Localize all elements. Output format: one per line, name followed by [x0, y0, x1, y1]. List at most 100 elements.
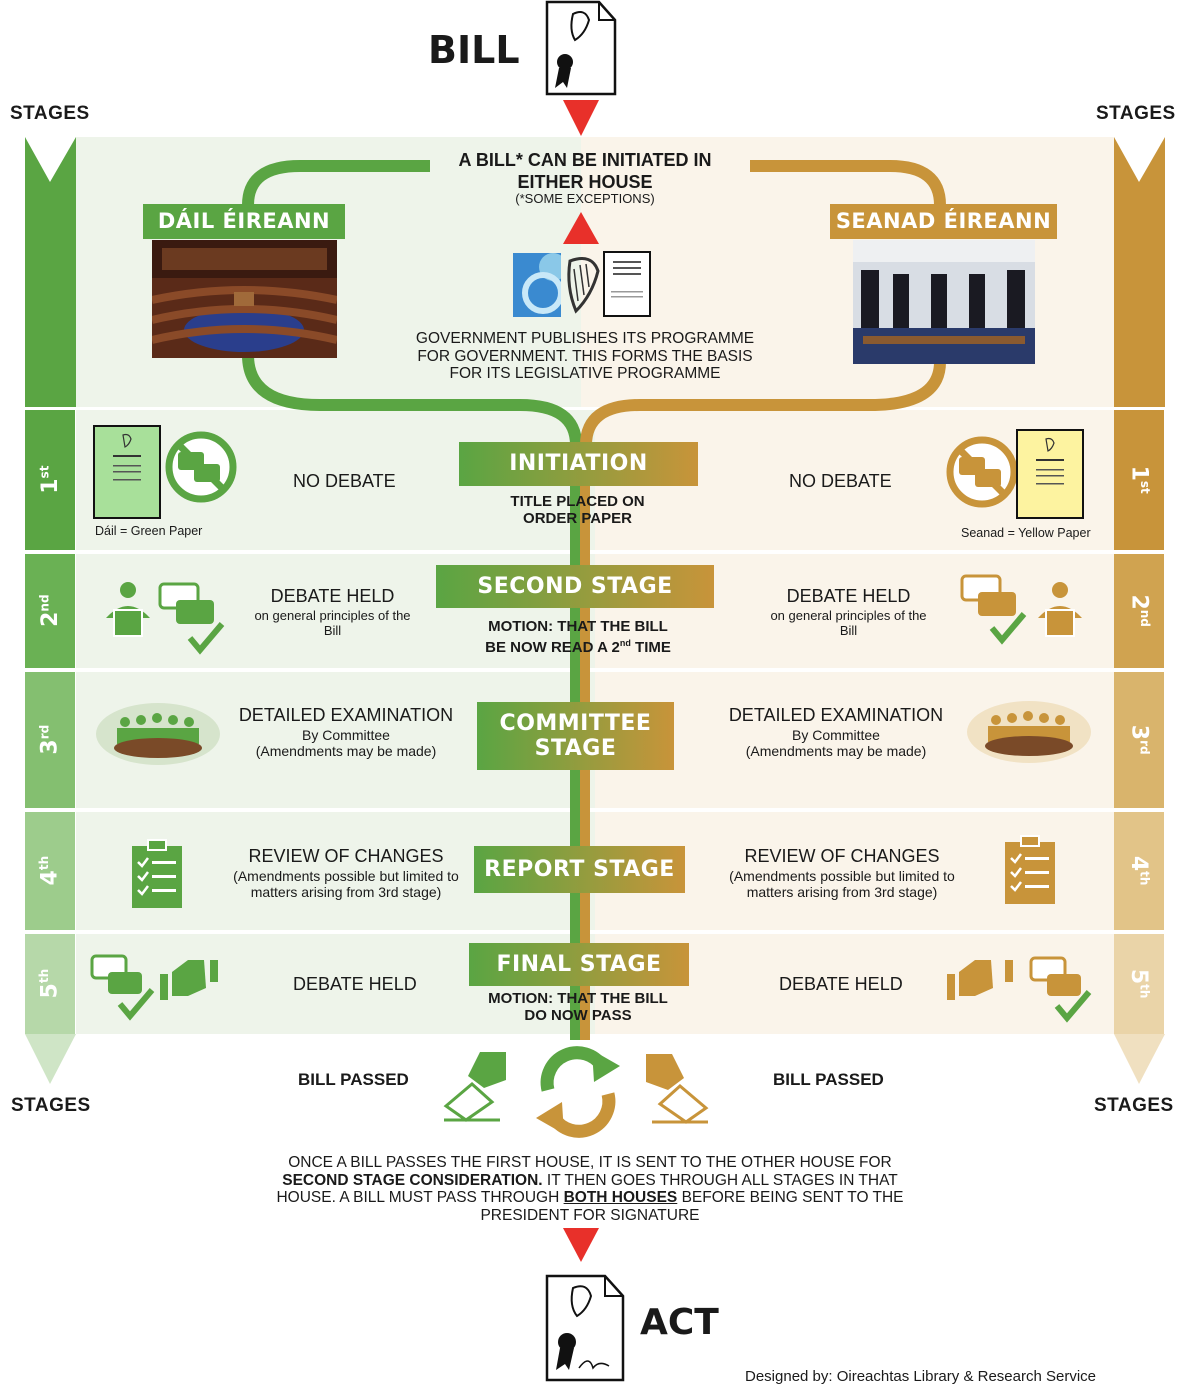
final-stage-title: FINAL STAGE: [469, 943, 689, 986]
initiation-stage-title: INITIATION: [459, 442, 698, 486]
gov-line1: GOVERNMENT PUBLISHES ITS PROGRAMME: [415, 330, 755, 347]
act-document-icon: [545, 1274, 625, 1382]
right-stage-3: 3rd: [1114, 672, 1164, 808]
left-stage-arrow-bottom: [25, 1034, 76, 1084]
left-stage-5: 5th: [25, 934, 75, 1034]
exceptions-note: (*SOME EXCEPTIONS): [515, 191, 655, 206]
no-debate-left: NO DEBATE: [293, 471, 396, 491]
programme-book-image: [513, 253, 561, 317]
stages-label-top-left: STAGES: [10, 103, 90, 124]
stages-label-bottom-left: STAGES: [11, 1095, 91, 1116]
vote-chat-icon-right: [947, 956, 1092, 1023]
footer-line3: HOUSE. A BILL MUST PASS THROUGH BOTH HOU…: [276, 1189, 904, 1206]
footer-line2: SECOND STAGE CONSIDERATION. IT THEN GOES…: [282, 1171, 898, 1189]
checklist-icon-left: [132, 839, 182, 908]
second-right-text: DEBATE HELD on general principles of the…: [756, 586, 941, 639]
yellow-paper-icon: [1016, 429, 1084, 519]
act-title: ACT: [640, 1302, 719, 1343]
committee-right-sub1: By Committee: [792, 726, 880, 743]
gov-line2: FOR GOVERNMENT. THIS FORMS THE BASIS: [417, 347, 753, 365]
report-right-sub1: (Amendments possible but limited to: [729, 867, 955, 884]
report-stage-title: REPORT STAGE: [474, 846, 685, 893]
bill-document-icon: [545, 0, 617, 96]
right-stage-2: 2nd: [1114, 554, 1164, 668]
report-right-text: REVIEW OF CHANGES (Amendments possible b…: [724, 846, 960, 901]
checklist-icon-right: [1005, 835, 1055, 904]
no-debate-right: NO DEBATE: [789, 471, 892, 491]
green-paper-icon: [93, 425, 161, 519]
left-stage-2: 2nd: [25, 554, 75, 668]
second-left-sub1: on general principles of the: [254, 607, 411, 623]
second-left-text: DEBATE HELD on general principles of the…: [240, 586, 425, 639]
final-stage-motion: MOTION: THAT THE BILL DO NOW PASS: [460, 990, 696, 1024]
committee-left-sub1: By Committee: [302, 726, 390, 743]
speaker-chat-icon-right: [960, 574, 1082, 645]
legislation-programme-doc: [603, 251, 651, 317]
report-left-main: REVIEW OF CHANGES: [248, 846, 444, 866]
committee-left-main: DETAILED EXAMINATION: [238, 705, 454, 725]
second-left-main: DEBATE HELD: [270, 586, 395, 606]
right-stage-1: 1st: [1114, 410, 1164, 550]
initiation-motion: TITLE PLACED ON ORDER PAPER: [470, 493, 685, 527]
stages-label-top-right: STAGES: [1096, 103, 1176, 124]
initiation-motion-line1: TITLE PLACED ON: [510, 493, 645, 510]
ballot-icon-left: [443, 1052, 506, 1122]
footer-text: ONCE A BILL PASSES THE FIRST HOUSE, IT I…: [240, 1154, 940, 1224]
committee-table-icon-left: [96, 703, 220, 765]
committee-right-main: DETAILED EXAMINATION: [728, 705, 944, 725]
speaker-chat-icon-left: [106, 582, 225, 655]
right-stage-arrow-top: [1114, 137, 1165, 407]
report-right-main: REVIEW OF CHANGES: [744, 846, 940, 866]
committee-right-sub2: (Amendments may be made): [745, 743, 927, 760]
left-stage-arrow-top: [25, 137, 76, 407]
footer-line4: PRESIDENT FOR SIGNATURE: [480, 1206, 700, 1224]
gov-line3: FOR ITS LEGISLATIVE PROGRAMME: [449, 365, 721, 382]
seanad-paper-caption: Seanad = Yellow Paper: [961, 526, 1091, 540]
designer-credit: Designed by: Oireachtas Library & Resear…: [745, 1368, 1096, 1385]
dail-label: DÁIL ÉIREANN: [143, 204, 345, 239]
footer-line1: ONCE A BILL PASSES THE FIRST HOUSE, IT I…: [288, 1154, 892, 1171]
left-stage-4: 4th: [25, 812, 75, 930]
report-left-sub1: (Amendments possible but limited to: [233, 867, 459, 884]
committee-line2: STAGE: [534, 736, 617, 761]
right-stage-4: 4th: [1114, 812, 1164, 930]
final-motion-line1: MOTION: THAT THE BILL: [488, 990, 668, 1007]
initiation-heading: A BILL* CAN BE INITIATED IN EITHER HOUSE: [420, 149, 750, 193]
seanad-chamber-image: [853, 240, 1035, 364]
second-right-main: DEBATE HELD: [786, 586, 911, 606]
report-right-sub2: matters arising from 3rd stage): [746, 884, 938, 901]
heading-line2: EITHER HOUSE: [517, 172, 653, 192]
harp-icon: [567, 257, 600, 314]
second-right-sub2: Bill: [839, 623, 858, 639]
bill-passed-left: BILL PASSED: [298, 1070, 409, 1089]
second-stage-motion: MOTION: THAT THE BILL BE NOW READ A 2nd …: [450, 618, 706, 656]
committee-left-sub2: (Amendments may be made): [255, 743, 437, 760]
committee-stage-title: COMMITTEE STAGE: [477, 702, 674, 770]
dail-chamber-image: [152, 240, 337, 358]
initiation-motion-line2: ORDER PAPER: [523, 510, 632, 527]
report-left-text: REVIEW OF CHANGES (Amendments possible b…: [228, 846, 464, 901]
report-left-sub2: matters arising from 3rd stage): [250, 884, 442, 901]
second-stage-title: SECOND STAGE: [436, 565, 714, 608]
final-left-main: DEBATE HELD: [293, 974, 417, 994]
committee-table-icon-right: [967, 701, 1091, 763]
seanad-label: SEANAD ÉIREANN: [830, 204, 1057, 239]
second-motion-line2: BE NOW READ A 2nd TIME: [485, 638, 671, 656]
heading-line1: A BILL* CAN BE INITIATED IN: [458, 150, 712, 170]
final-right-main: DEBATE HELD: [779, 974, 903, 994]
committee-right-text: DETAILED EXAMINATION By Committee (Amend…: [722, 705, 950, 760]
second-right-sub1: on general principles of the: [770, 607, 927, 623]
vote-chat-icon-left: [90, 954, 218, 1021]
bill-title: BILL: [428, 28, 520, 72]
right-stage-arrow-bottom: [1114, 1034, 1165, 1084]
committee-line1: COMMITTEE: [499, 711, 652, 736]
bill-passed-right: BILL PASSED: [773, 1070, 884, 1089]
government-text: GOVERNMENT PUBLISHES ITS PROGRAMME FOR G…: [380, 330, 790, 383]
ballot-icon-right: [646, 1054, 709, 1124]
dail-paper-caption: Dáil = Green Paper: [95, 524, 203, 538]
final-motion-line2: DO NOW PASS: [524, 1007, 632, 1024]
second-motion-line1: MOTION: THAT THE BILL: [488, 618, 668, 635]
stages-label-bottom-right: STAGES: [1094, 1095, 1174, 1116]
cycle-arrows-icon: [536, 1046, 620, 1138]
left-stage-1: 1st: [25, 410, 75, 550]
